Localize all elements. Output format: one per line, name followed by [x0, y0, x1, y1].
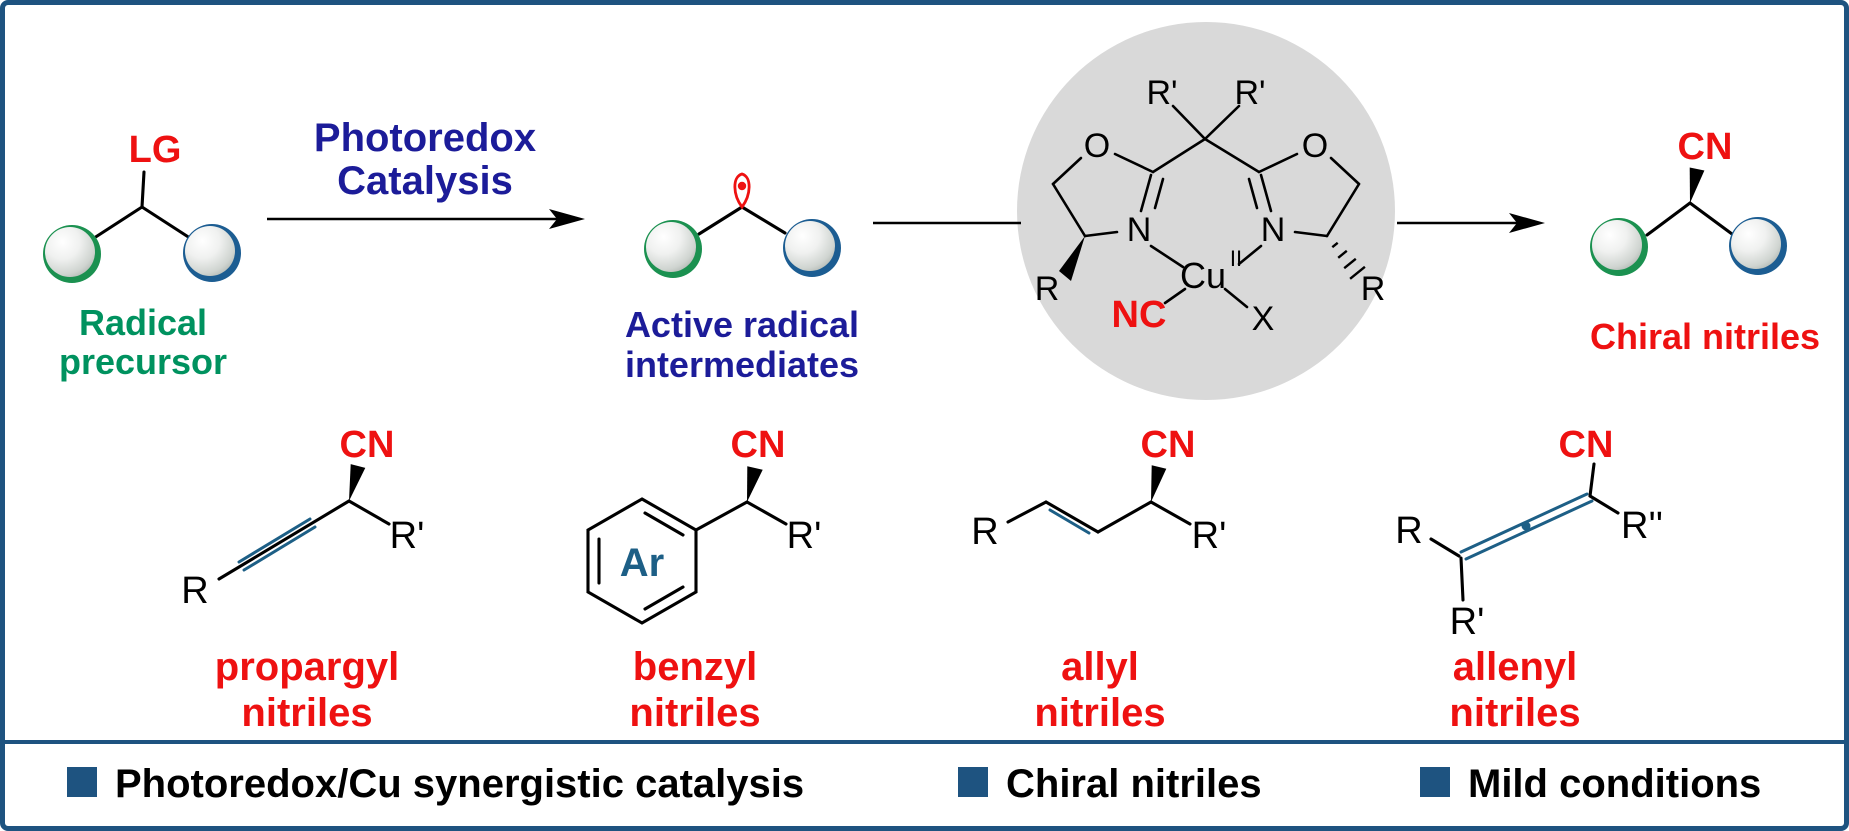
- radical-intermediate-structure: [644, 172, 841, 278]
- allenyl-r-double-prime-label: R'': [1621, 505, 1663, 547]
- catalyst-r-left: R: [1034, 270, 1060, 308]
- precursor-caption-line2: precursor: [58, 341, 228, 382]
- allyl-name-line2: nitriles: [1034, 691, 1166, 735]
- benzyl-nitrile-structure: [586, 466, 788, 625]
- product-caption: Chiral nitriles: [1589, 316, 1821, 357]
- blue-sphere: [783, 219, 841, 277]
- propargyl-name-line1: propargyl: [214, 645, 400, 689]
- product-cn-label: CN: [1677, 126, 1733, 168]
- radical-orbital-lobe: [733, 172, 751, 210]
- benzyl-name-line2: nitriles: [629, 691, 761, 735]
- allenyl-name-line1: allenyl: [1452, 645, 1578, 689]
- propargyl-r-prime-label: R': [389, 515, 425, 557]
- allyl-name-line1: allyl: [1061, 645, 1139, 689]
- footer-divider: [5, 740, 1844, 744]
- hashed-bond-r-right: [1331, 241, 1366, 280]
- catalyst-r-right: R: [1360, 270, 1386, 308]
- catalyst-oxygen-left: O: [1083, 127, 1111, 165]
- catalyst-copper-label: Cu: [1179, 255, 1227, 296]
- intermediate-caption-line2: intermediates: [624, 344, 860, 385]
- allenyl-name-line2: nitriles: [1449, 691, 1581, 735]
- benzyl-r-prime-label: R': [786, 515, 822, 557]
- photoredox-label-line2: Catalysis: [337, 159, 513, 203]
- arrow-photoredox: [267, 209, 585, 229]
- catalyst-halide-label: X: [1251, 300, 1275, 338]
- wedge-bond-cn: [1689, 167, 1705, 203]
- allenyl-r-label: R: [1395, 510, 1423, 552]
- propargyl-nitrile-structure: [217, 464, 391, 581]
- footer-item-chiral: Chiral nitriles: [1006, 762, 1262, 806]
- allene-center-dot: [1521, 521, 1531, 531]
- photoredox-label-line1: Photoredox: [313, 116, 537, 160]
- intermediate-caption-line1: Active radical: [624, 304, 860, 345]
- propargyl-cn-label: CN: [339, 424, 395, 466]
- catalyst-oxygen-right: O: [1301, 127, 1329, 165]
- benzyl-cn-label: CN: [730, 424, 786, 466]
- catalyst-nitrogen-left: N: [1126, 211, 1152, 249]
- allyl-cn-label: CN: [1140, 424, 1196, 466]
- wedge-bond-cn: [349, 464, 366, 501]
- footer-bullet-2: [958, 767, 988, 797]
- radical-precursor-structure: [43, 170, 241, 283]
- allyl-r-prime-label: R': [1191, 515, 1227, 557]
- allenyl-nitrile-structure: [1429, 462, 1620, 602]
- leaving-group-label: LG: [128, 129, 182, 171]
- allenyl-r-prime-label: R': [1449, 601, 1485, 643]
- allyl-r-label: R: [971, 511, 999, 553]
- blue-sphere: [1729, 217, 1787, 275]
- catalyst-cyanide-label: NC: [1111, 294, 1167, 336]
- catalyst-oxidation-state: II: [1229, 246, 1243, 271]
- propargyl-r-label: R: [181, 570, 209, 612]
- scheme-line-art: [43, 22, 1787, 625]
- green-sphere: [43, 225, 101, 283]
- benzyl-ar-label: Ar: [619, 541, 665, 585]
- catalyst-r-prime-left: R': [1146, 74, 1178, 112]
- wedge-bond-r-left: [1059, 236, 1085, 281]
- allyl-nitrile-structure: [1006, 465, 1192, 535]
- wedge-bond-cn: [747, 466, 763, 502]
- footer-item-photoredox: Photoredox/Cu synergistic catalysis: [115, 762, 805, 806]
- propargyl-name-line2: nitriles: [241, 691, 373, 735]
- catalyst-r-prime-right: R': [1234, 74, 1266, 112]
- blue-sphere: [183, 224, 241, 282]
- catalyst-nitrogen-right: N: [1260, 211, 1286, 249]
- footer-item-mild: Mild conditions: [1468, 762, 1762, 806]
- cu-box-catalyst-structure: [1051, 104, 1366, 309]
- footer-bullet-3: [1420, 767, 1450, 797]
- green-sphere: [644, 220, 702, 278]
- allenyl-cn-label: CN: [1558, 424, 1614, 466]
- wedge-bond-cn: [1151, 465, 1167, 502]
- benzyl-name-line1: benzyl: [632, 645, 758, 689]
- radical-electron-dot: [737, 181, 747, 191]
- precursor-caption-line1: Radical: [78, 302, 208, 343]
- green-sphere: [1590, 218, 1648, 276]
- catalyst-circle-background: [1017, 22, 1395, 400]
- chiral-nitrile-product-structure: [1590, 167, 1787, 276]
- arrow-to-product: [1397, 213, 1545, 233]
- footer-bullet-1: [67, 767, 97, 797]
